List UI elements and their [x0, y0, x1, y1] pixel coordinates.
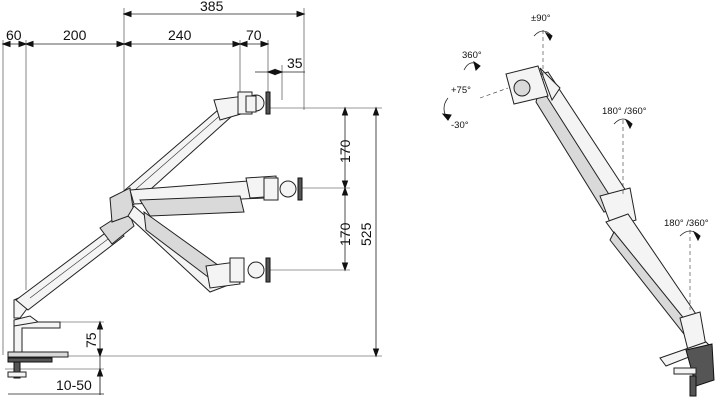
dim-clamp-height: 75 — [83, 332, 99, 348]
dim-vesa-offset: 35 — [287, 55, 303, 71]
label-lower-joint: 180° /360° — [664, 218, 709, 229]
label-tilt-up: +75° — [451, 85, 471, 96]
rotate-tilt-arrow — [533, 30, 553, 37]
side-view: 385 60 200 240 70 35 170 — [1, 0, 382, 395]
dim-lower-arm: 200 — [63, 27, 87, 43]
dim-upper-arm: 240 — [168, 27, 192, 43]
dim-total-height: 525 — [358, 222, 374, 246]
dim-height-step-lower: 170 — [337, 222, 353, 246]
lower-arm — [15, 209, 135, 311]
label-tilt-down: -30° — [451, 120, 469, 131]
upper-arm-middle — [129, 175, 279, 217]
label-upper-joint: 180° /360° — [602, 106, 647, 117]
dim-base-offset: 60 — [6, 27, 22, 43]
dim-height-step-upper: 170 — [337, 139, 353, 163]
label-tilt-pivot: ±90° — [531, 13, 551, 24]
upper-arm-bottom — [127, 205, 241, 293]
upper-arm-top — [109, 95, 249, 223]
perspective-view: ±90° 360° +75° -30° 180° /360° 180° /360… — [441, 13, 715, 397]
label-swivel: 360° — [462, 50, 482, 61]
vesa-head-top — [237, 91, 271, 115]
dim-head-depth: 70 — [246, 27, 262, 43]
dim-overall-reach: 385 — [200, 0, 224, 14]
vesa-head-middle — [263, 177, 303, 201]
vesa-head-bottom — [229, 257, 271, 283]
dim-desk-thickness: 10-50 — [56, 377, 92, 393]
